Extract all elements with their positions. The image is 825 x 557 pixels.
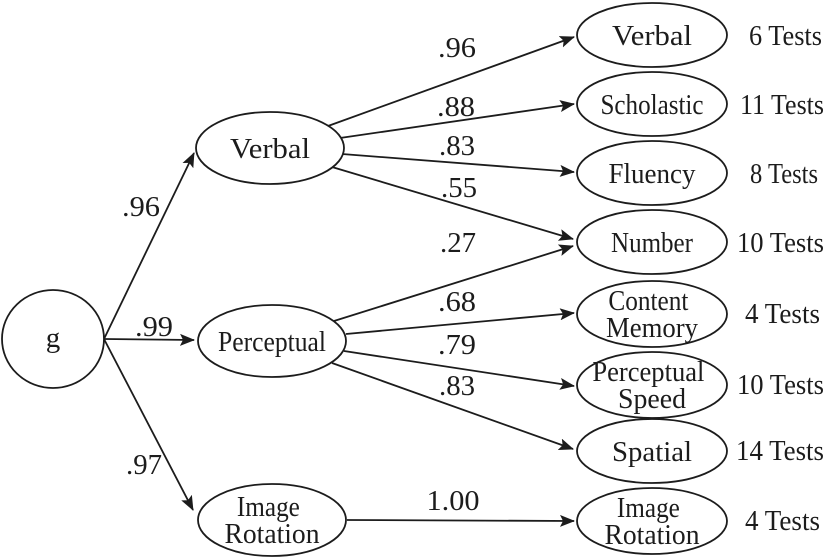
arrow-verbal-to-fluency [341,153,575,177]
loading-perceptual-to-content-memory: .68 [438,286,476,318]
arrow-verbal-to-verbal [327,36,575,127]
ability-image-rotation-ellipse [576,487,728,555]
loading-g-to-verbal: .96 [122,191,160,223]
ability-image-rotation-label: Image Rotation [605,492,700,551]
ability-number-label: Number [611,227,693,259]
ability-spatial-ellipse [576,418,728,484]
tests-label-spatial: 14 Tests [736,435,824,467]
ability-verbal-ellipse [576,2,728,68]
ability-fluency-ellipse [576,140,728,206]
factor-node-verbal: Verbal [195,111,345,185]
loading-perceptual-to-number: .27 [440,227,476,259]
factor-verbal-label: Verbal [230,133,310,165]
tests-label-content-memory: 4 Tests [745,298,820,330]
factor-perceptual-label: Perceptual [218,326,326,358]
ability-content-memory-line2: Memory [606,312,698,344]
arrow-perceptual-to-number [333,244,574,322]
arrow-image-rotation-to-image-rotation [346,514,575,527]
ability-content-memory-ellipse [576,280,728,348]
arrow-verbal-to-scholastic [339,100,575,139]
arrow-verbal-to-number [331,166,574,241]
arrow-g-to-verbal [103,152,195,340]
ability-spatial-label: Spatial [612,436,692,468]
ability-perceptual-speed-line2: Speed [618,383,686,415]
factor-image-rotation-ellipse [197,483,347,557]
factor-image-rotation-label: Image Rotation [225,491,320,550]
factor-perceptual-ellipse [197,304,347,378]
ability-node-image-rotation: Image Rotation 4 Tests [576,487,820,555]
loading-verbal-to-fluency: .83 [439,130,475,162]
ability-node-spatial: Spatial 14 Tests [576,418,824,484]
ability-fluency-label: Fluency [609,158,696,190]
factor-node-image-rotation: Image Rotation [197,483,347,557]
arrow-perceptual-to-spatial [331,362,574,450]
loading-perceptual-to-spatial: .83 [439,370,475,402]
tests-label-image-rotation: 4 Tests [745,505,820,537]
ability-node-content-memory: Content Memory 4 Tests [576,280,820,348]
tests-label-perceptual-speed: 10 Tests [737,369,824,401]
ability-content-memory-label: Content Memory [606,285,698,344]
ability-node-fluency: Fluency 8 Tests [576,140,818,206]
ability-perceptual-speed-ellipse [576,351,728,419]
loading-verbal-to-verbal: .96 [438,32,476,64]
factor-image-rotation-line2: Rotation [225,518,320,550]
loading-verbal-to-number: .55 [441,172,477,204]
loading-verbal-to-scholastic: .88 [437,91,475,123]
loading-g-to-image-rotation: .97 [126,449,162,481]
ability-node-verbal: Verbal 6 Tests [576,2,822,68]
ability-node-scholastic: Scholastic 11 Tests [576,71,824,137]
ability-perceptual-speed-label: Perceptual Speed [592,356,711,415]
arrow-perceptual-to-content-memory [345,308,575,335]
factor-node-perceptual: Perceptual [197,304,347,378]
ability-image-rotation-line2: Rotation [605,519,700,551]
ability-scholastic-ellipse [576,71,728,137]
ability-verbal-label: Verbal [612,20,692,52]
ability-content-memory-line1: Content [608,285,688,317]
ability-node-number: Number 10 Tests [576,209,824,275]
factor-verbal-ellipse [195,111,345,185]
loading-g-to-perceptual: .99 [135,311,173,343]
ability-image-rotation-line1: Image [617,492,680,524]
factor-image-rotation-line1: Image [237,491,300,523]
path-arrows [103,36,575,527]
arrow-g-to-perceptual [103,333,195,346]
ability-number-ellipse [576,209,728,275]
arrow-perceptual-to-perceptual-speed [343,350,575,390]
loading-image-rotation-to-image-rotation: 1.00 [427,485,480,517]
tests-label-scholastic: 11 Tests [740,89,824,121]
tests-label-number: 10 Tests [737,227,824,259]
tests-label-fluency: 8 Tests [750,158,818,190]
loading-labels: .96 .99 .97 .96 .88 .83 .55 .27 .68 .79 … [122,32,480,517]
g-node-label: g [46,322,61,354]
ability-perceptual-speed-line1: Perceptual [592,356,704,388]
g-node: g [1,289,105,389]
arrow-g-to-image-rotation [103,338,194,511]
loading-perceptual-to-perceptual-speed: .79 [438,329,476,361]
tests-label-verbal: 6 Tests [749,20,822,52]
ability-scholastic-label: Scholastic [601,89,704,121]
ability-node-perceptual-speed: Perceptual Speed 10 Tests [576,351,824,419]
g-node-ellipse [1,289,105,389]
